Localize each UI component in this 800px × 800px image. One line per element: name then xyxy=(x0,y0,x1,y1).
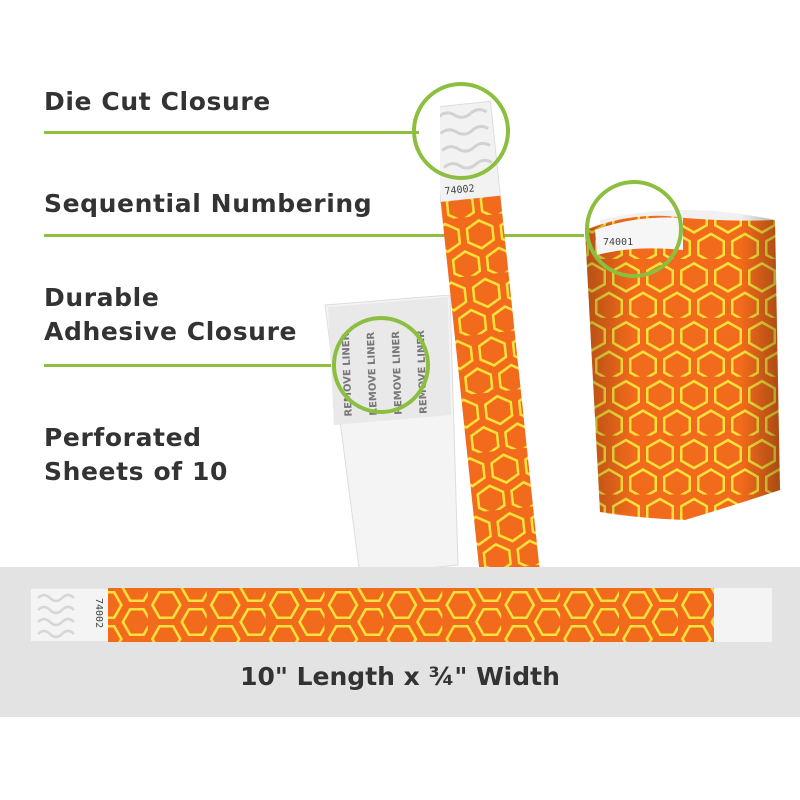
callout-ring-die-cut xyxy=(412,82,510,180)
callout-line-adhesive xyxy=(44,364,334,367)
full-length-band-image: 74002 xyxy=(30,588,772,642)
feature-die-cut-closure: Die Cut Closure xyxy=(44,87,271,116)
callout-ring-adhesive xyxy=(332,316,430,414)
feature-durable-adhesive-closure: Durable Adhesive Closure xyxy=(44,283,298,346)
callout-line-numbering xyxy=(44,234,584,237)
callout-ring-numbering xyxy=(585,180,683,278)
svg-text:74002: 74002 xyxy=(93,598,104,628)
size-caption: 10" Length x ¾" Width xyxy=(240,662,560,691)
callout-line-die-cut xyxy=(44,131,419,134)
feature-sequential-numbering: Sequential Numbering xyxy=(44,189,373,218)
svg-text:74002: 74002 xyxy=(444,183,475,197)
curled-band-image: 74001 xyxy=(585,210,780,520)
feature-perforated-sheets: Perforated Sheets of 10 xyxy=(44,423,228,486)
